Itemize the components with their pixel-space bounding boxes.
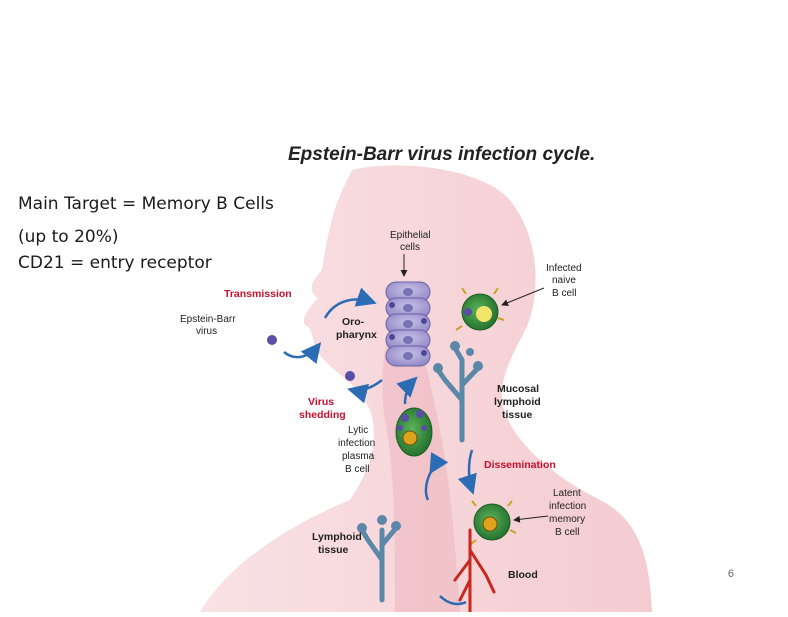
return-arrow — [424, 451, 449, 501]
note-percentage: (up to 20%) — [18, 227, 119, 247]
note-main-target: Main Target = Memory B Cells — [18, 194, 274, 214]
lytic-plasma-b-cell — [395, 407, 433, 457]
lymphoid-tissue — [357, 515, 401, 603]
latent-memory-b-cell — [470, 500, 517, 545]
label-blood: Blood — [508, 569, 538, 581]
infected-naive-b-cell — [455, 287, 505, 331]
lytic-up-arrow — [396, 376, 418, 405]
entry-arrow — [323, 287, 377, 319]
blood-return-arrow — [439, 595, 467, 606]
naive-pointer — [501, 287, 545, 306]
transmission-arrow — [283, 342, 322, 364]
epithelial-cells — [385, 281, 431, 367]
note-receptor: CD21 = entry receptor — [18, 253, 212, 273]
label-dissemination: Dissemination — [484, 459, 556, 471]
page-number: 6 — [727, 568, 734, 580]
shedding-arrow — [347, 379, 383, 404]
dissemination-arrow — [457, 449, 477, 495]
mucosal-lymphoid-tissue — [433, 341, 483, 443]
label-transmission: Transmission — [224, 288, 292, 300]
latent-pointer — [513, 515, 549, 523]
label-oropharynx: Oro-pharynx — [336, 316, 377, 341]
figure-title: Epstein-Barr virus infection cycle. — [288, 144, 595, 165]
shed-virion — [345, 371, 355, 381]
virus-particle — [267, 335, 277, 345]
blood-vessels — [453, 528, 496, 614]
